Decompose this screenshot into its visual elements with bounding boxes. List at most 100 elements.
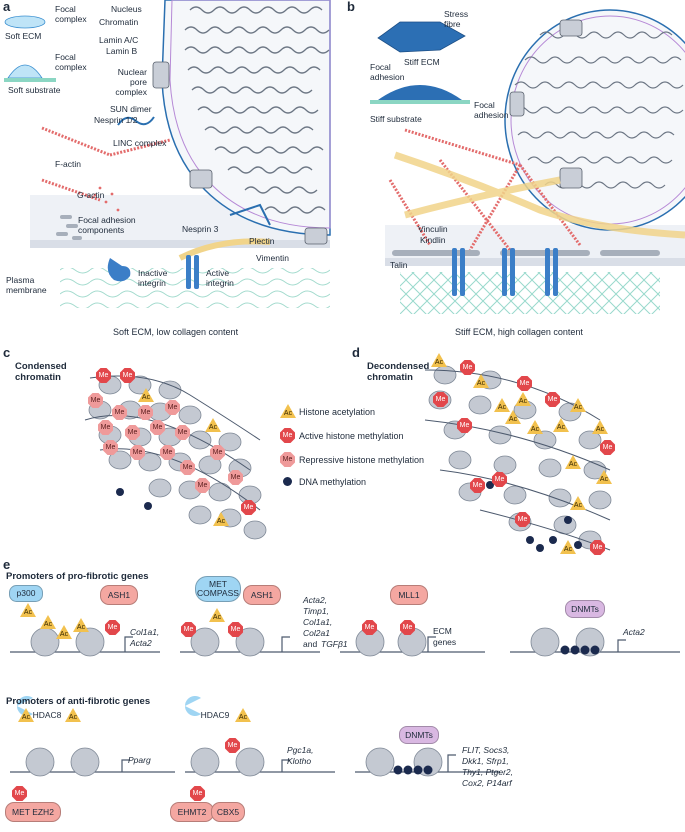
panel-c-mark-6: Me <box>138 405 153 420</box>
panel-c-mark-13: Me <box>103 440 118 455</box>
gene-dkk1: Dkk1, Sfrp1, <box>462 756 509 766</box>
linc-complex-label: LINC complex <box>113 138 167 148</box>
g-actin-label: G-actin <box>77 190 105 200</box>
panel-c-mark-7: Me <box>165 400 180 415</box>
dnmts-pill: DNMTs <box>565 600 605 618</box>
inactive-integrin-label: Inactive integrin <box>138 268 168 288</box>
gene-col1a1: Col1a1, <box>130 627 160 637</box>
met-compass-pill: MET COMPASS <box>195 576 241 602</box>
gene-thy1: Thy1, Ptger2, <box>462 767 514 777</box>
panel-b-graphic <box>370 9 685 314</box>
panel-d-mark-18: Me <box>492 472 507 487</box>
panel-e-mark-9: Me <box>362 620 377 635</box>
legend-repressive-methylation: Repressive histone methylation <box>299 455 425 465</box>
panel-e-mark-7: Me <box>228 622 243 637</box>
gene-cox2: Cox2, P14arf <box>462 778 512 788</box>
panel-a-caption: Soft ECM, low collagen content <box>113 327 239 337</box>
dnmts-pill-2: DNMTs <box>399 726 439 744</box>
stress-fibre-label: Stress fibre <box>444 9 469 29</box>
nuclear-pore-complex-label: Nuclear pore complex <box>115 67 147 97</box>
active-integrin-label: Active integrin <box>206 268 234 288</box>
panel-c-mark-21: Me <box>228 470 243 485</box>
gene-pgc1a: Pgc1a, <box>287 745 314 755</box>
panel-c-mark-2: Me <box>120 368 135 383</box>
panel-letter-c: c <box>3 345 11 360</box>
panel-d-title: Decondensed chromatin <box>367 361 430 383</box>
gene-acta2: Acta2 <box>130 638 152 648</box>
gene-genes: genes <box>433 637 457 647</box>
focal-adhesion-components-label: Focal adhesion components <box>78 215 136 235</box>
hdac9-label: HDAC9 <box>200 709 230 720</box>
panel-letter-b: b <box>347 0 355 14</box>
chromatin-label: Chromatin <box>99 17 139 27</box>
panel-e-mark-6: Me <box>181 622 196 637</box>
panel-e-mark-13: Me <box>12 786 27 801</box>
panel-e-mark-16: Me <box>190 786 205 801</box>
panel-d-mark-15: Me <box>600 440 615 455</box>
panel-c-mark-1: Me <box>96 368 111 383</box>
gene-col2a1: Col2a1 <box>303 628 330 638</box>
panel-c-mark-4: Me <box>88 393 103 408</box>
gene-timp1: Timp1, <box>303 606 329 616</box>
vinculin-label: Vinculin <box>418 224 448 234</box>
panel-letter-e: e <box>3 557 11 572</box>
nesprin-3-label: Nesprin 3 <box>182 224 219 234</box>
gene-acta2-b: Acta2, <box>303 595 328 605</box>
panel-d-mark-14: Me <box>457 418 472 433</box>
panel-c-title: Condensed chromatin <box>15 361 67 383</box>
panel-d-mark-5: Me <box>433 392 448 407</box>
sun-dimer-label: SUN dimer <box>110 104 152 114</box>
panel-c-mark-17: Me <box>180 460 195 475</box>
plasma-membrane-label: Plasma membrane <box>6 275 47 295</box>
legend-active-methylation: Active histone methylation <box>299 431 404 441</box>
lamin-ac-label: Lamin A/C <box>99 35 139 45</box>
panel-letter-d: d <box>352 345 360 360</box>
gene-ecm: ECM <box>433 626 452 636</box>
nucleus-label: Nucleus <box>111 4 142 14</box>
panel-c-mark-15: Me <box>160 445 175 460</box>
soft-substrate-label: Soft substrate <box>8 85 61 95</box>
panel-d-mark-19: Me <box>515 512 530 527</box>
lamin-b-label: Lamin B <box>106 46 138 56</box>
gene-pparg: Pparg <box>128 755 151 765</box>
panel-c-mark-20: Me <box>241 500 256 515</box>
focal-adhesion-label-2: Focal adhesion <box>474 100 509 120</box>
pro-fibrotic-title: Promoters of pro-fibrotic genes <box>6 571 149 582</box>
stiff-substrate-label: Stiff substrate <box>370 114 422 124</box>
gene-and: and <box>303 639 318 649</box>
talin-label: Talin <box>390 260 408 270</box>
panel-e-mark-15: Me <box>225 738 240 753</box>
panel-c-mark-18: Me <box>195 478 210 493</box>
panel-c-mark-16: Me <box>210 445 225 460</box>
legend-me-repressive-symbol: Me <box>280 452 295 467</box>
panel-e-mark-5: Me <box>105 620 120 635</box>
gene-tgfb1: TGFβ1 <box>321 639 348 649</box>
panel-c-mark-5: Me <box>112 405 127 420</box>
met-ezh2-pill: MET EZH2 <box>5 802 61 822</box>
panel-d-mark-17: Me <box>470 478 485 493</box>
legend-dna-symbol <box>283 477 292 486</box>
cbx5-pill: CBX5 <box>211 802 245 822</box>
panel-e-mark-10: Me <box>400 620 415 635</box>
panel-c-mark-12: Me <box>175 425 190 440</box>
mll1-pill: MLL1 <box>390 585 428 605</box>
anti-fibrotic-title: Promoters of anti-fibrotic genes <box>6 696 151 707</box>
panel-b-caption: Stiff ECM, high collagen content <box>455 327 583 337</box>
hdac8-label: HDAC8 <box>32 709 62 720</box>
gene-acta2-c: Acta2 <box>623 627 645 637</box>
focal-complex-label: Focal complex <box>55 4 87 24</box>
panel-c-mark-8: Me <box>98 420 113 435</box>
ash1-pill-2: ASH1 <box>243 585 281 605</box>
plectin-label: Plectin <box>249 236 275 246</box>
gene-klotho: Klotho <box>287 756 312 766</box>
panel-a-graphic <box>4 0 331 308</box>
nesprin-12-label: Nesprin 1/2 <box>94 115 138 125</box>
ash1-pill: ASH1 <box>100 585 138 605</box>
focal-adhesion-label: Focal adhesion <box>370 62 405 82</box>
vimentin-label: Vimentin <box>256 253 289 263</box>
soft-ecm-label: Soft ECM <box>5 31 42 41</box>
legend-histone-acetylation: Histone acetylation <box>299 407 376 417</box>
panel-letter-a: a <box>3 0 11 14</box>
legend-dna-methylation: DNA methylation <box>299 477 367 487</box>
p300-pill: p300 <box>9 585 43 602</box>
